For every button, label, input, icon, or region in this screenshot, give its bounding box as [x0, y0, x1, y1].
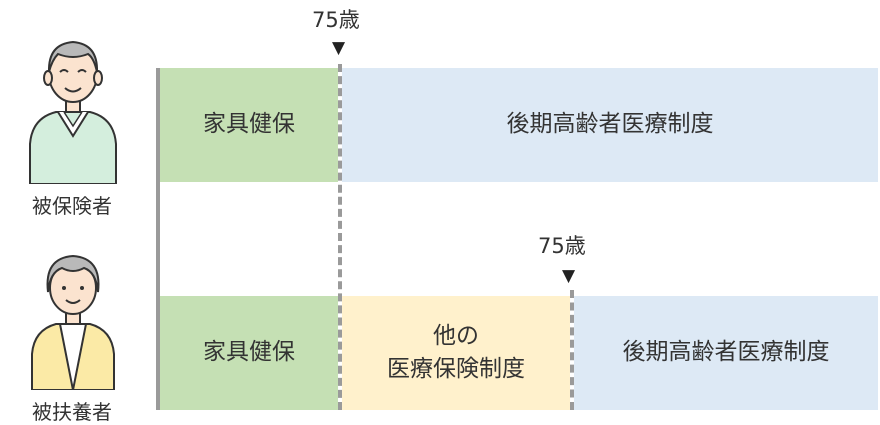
row1-age-boundary-line	[338, 64, 342, 410]
age-75-label-row1: 75歳	[312, 8, 360, 32]
row2-segment-kagu-kenpo: 家具健保	[160, 296, 338, 410]
row2-segment-other-insurance-line1: 他の	[433, 322, 479, 349]
dependent-person-label: 被扶養者	[32, 400, 112, 424]
row2-segment-late-elderly: 後期高齢者医療制度	[574, 296, 878, 410]
age-75-marker-icon-row2: ▼	[562, 266, 576, 286]
row2-segment-kagu-kenpo-label: 家具健保	[203, 339, 295, 366]
row1-segment-late-elderly-label: 後期高齢者医療制度	[506, 111, 714, 138]
age-75-label-row2: 75歳	[538, 234, 586, 258]
insured-person-label: 被保険者	[32, 194, 112, 218]
row1-segment-kagu-kenpo: 家具健保	[160, 68, 338, 182]
dependent-person-illustration	[18, 250, 128, 390]
timeline-axis	[156, 68, 160, 410]
insured-person-illustration	[18, 34, 128, 184]
row1-segment-kagu-kenpo-label: 家具健保	[203, 111, 295, 138]
row1-segment-late-elderly: 後期高齢者医療制度	[342, 68, 878, 182]
row2-segment-other-insurance: 他の 医療保険制度	[342, 296, 570, 410]
row2-age-boundary-line	[570, 290, 574, 410]
age-75-marker-icon-row1: ▼	[332, 38, 346, 58]
row2-segment-late-elderly-label: 後期高齢者医療制度	[622, 339, 830, 366]
row2-segment-other-insurance-line2: 医療保険制度	[387, 356, 525, 382]
